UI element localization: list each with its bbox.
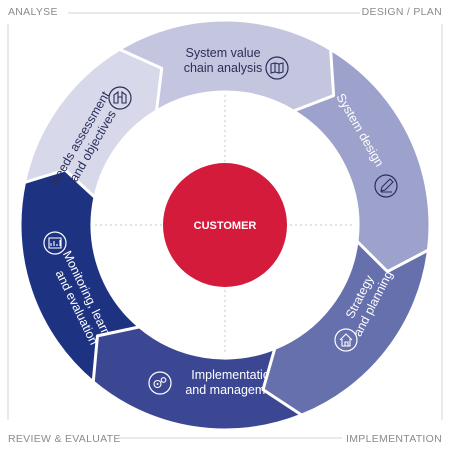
center-label: CUSTOMER [194, 220, 257, 232]
pencil-icon [374, 174, 398, 198]
corner-label-analyse: ANALYSE [8, 6, 58, 18]
gears-icon [148, 371, 172, 395]
segment-shape [91, 325, 304, 432]
segment-ring: Monitoring, learningand evaluationImplem… [18, 18, 432, 432]
segment-system-design: System design [292, 47, 432, 274]
segment-strategy-and-planning: Strategyand planning [261, 239, 430, 417]
corner-label-implementation: IMPLEMENTATION [346, 433, 442, 445]
corner-label-design-plan: DESIGN / PLAN [361, 6, 442, 18]
chart-icon [43, 231, 67, 255]
segment-shape [117, 18, 336, 113]
segment-shape [261, 239, 430, 417]
segment-shape [22, 47, 164, 199]
binoculars-icon [108, 86, 132, 110]
corner-label-review-evaluate: REVIEW & EVALUATE [8, 433, 121, 445]
center-circle [163, 163, 287, 287]
house-icon [334, 328, 358, 352]
frame-lines [7, 12, 443, 439]
segment-shape [292, 47, 432, 274]
segment-needs-assessment-objectives: Needs assessmentand objectives [22, 47, 164, 199]
map-icon [265, 56, 289, 80]
center-node: CUSTOMER [163, 163, 287, 287]
